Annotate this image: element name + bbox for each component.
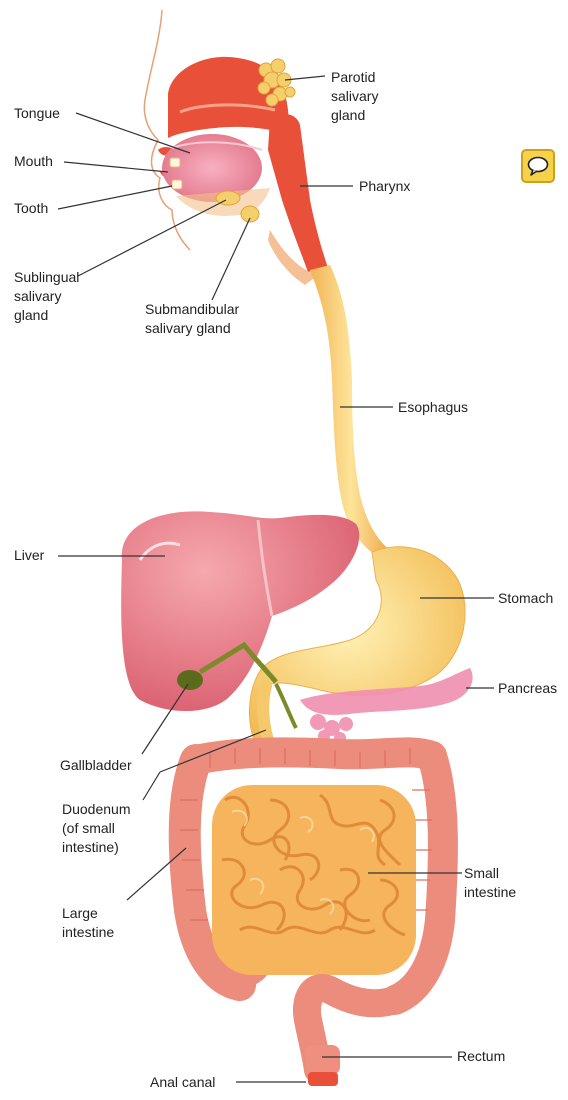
label-pharynx: Pharynx — [359, 177, 410, 196]
label-large-intestine: Large intestine — [62, 904, 114, 942]
gallbladder-shape — [177, 670, 203, 690]
label-stomach: Stomach — [498, 589, 553, 608]
label-small-intestine: Small intestine — [464, 864, 516, 902]
label-anal-canal: Anal canal — [150, 1073, 215, 1092]
label-rectum: Rectum — [457, 1047, 505, 1066]
label-gallbladder: Gallbladder — [60, 756, 132, 775]
speech-bubble-icon — [527, 156, 549, 176]
label-mouth: Mouth — [14, 152, 53, 171]
label-tooth: Tooth — [14, 199, 48, 218]
label-parotid-salivary-gland: Parotid salivary gland — [331, 68, 378, 125]
label-tongue: Tongue — [14, 104, 60, 123]
esophagus-shape — [310, 265, 392, 558]
rectum-shape — [306, 1045, 340, 1075]
label-submandibular-salivary-gland: Submandibular salivary gland — [145, 300, 239, 338]
anal-canal-shape — [308, 1072, 338, 1086]
small-intestine-shape — [212, 785, 416, 975]
label-sublingual-salivary-gland: Sublingual salivary gland — [14, 268, 79, 325]
comment-button[interactable] — [521, 149, 555, 183]
label-duodenum: Duodenum (of small intestine) — [62, 800, 131, 857]
label-esophagus: Esophagus — [398, 398, 468, 417]
label-liver: Liver — [14, 546, 44, 565]
head-region — [144, 10, 328, 285]
label-pancreas: Pancreas — [498, 679, 557, 698]
